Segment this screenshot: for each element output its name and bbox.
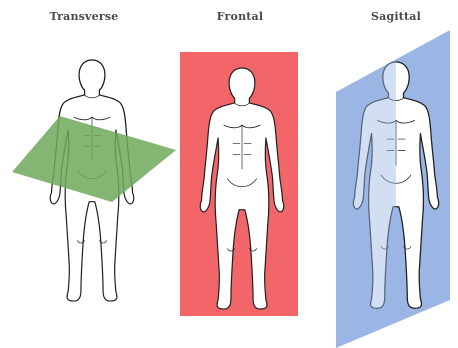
sagittal-figure: [336, 30, 450, 348]
transverse-figure: [12, 60, 176, 301]
frontal-figure: [180, 52, 298, 316]
transverse-plane: [12, 116, 176, 202]
